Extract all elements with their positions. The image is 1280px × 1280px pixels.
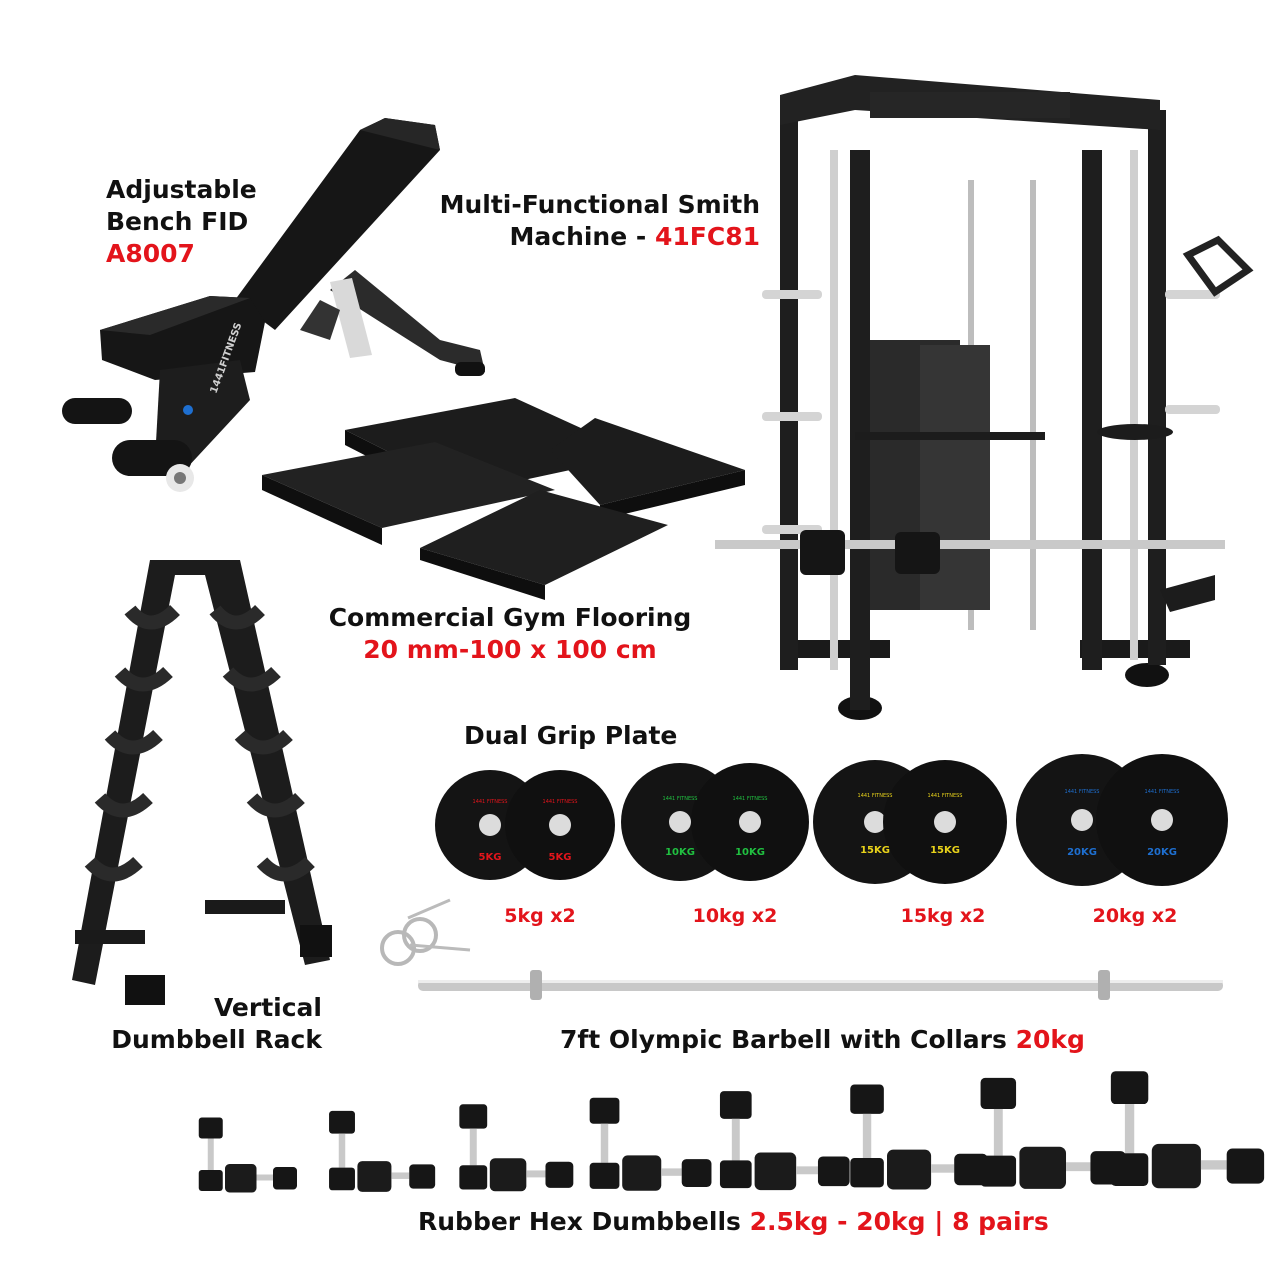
smith-label: Multi-Functional Smith Machine - 41FC81 [440,189,760,253]
dumbbells-label: Rubber Hex Dumbbells 2.5kg - 20kg | 8 pa… [418,1206,1049,1238]
dumbbell-pair [850,1084,988,1190]
plate-pair-10kg: 10KG 10KG 1441 FITNESS 1441 FITNESS [621,763,809,881]
dual-grip-plates-image: 5KG 5KG 1441 FITNESS 1441 FITNESS 10KG 1… [435,754,1228,886]
bench-label-line2: Bench FID [106,207,249,236]
flooring-title: Commercial Gym Flooring [328,603,692,632]
svg-text:1441 FITNESS: 1441 FITNESS [928,793,963,799]
svg-text:1441 FITNESS: 1441 FITNESS [858,793,893,799]
plates-title: Dual Grip Plate [464,721,678,750]
gym-flooring-image [262,398,745,600]
barbell-title: 7ft Olympic Barbell with Collars [560,1025,1007,1054]
bench-label: Adjustable Bench FID A8007 [106,174,257,270]
bench-label-line1: Adjustable [106,175,257,204]
flooring-spec: 20 mm-100 x 100 cm [363,635,657,664]
plate-5kg-label: 5kg x2 [504,905,576,927]
olympic-barbell-image [380,898,1223,1000]
svg-text:1441 FITNESS: 1441 FITNESS [543,799,578,805]
plate-pair-15kg: 15KG 15KG 1441 FITNESS 1441 FITNESS [813,760,1007,884]
flooring-label: Commercial Gym Flooring 20 mm-100 x 100 … [320,602,700,666]
plate-pair-5kg: 5KG 5KG 1441 FITNESS 1441 FITNESS [435,770,615,880]
svg-text:15KG: 15KG [860,845,890,856]
dumbbells-range: 2.5kg - 20kg [749,1207,926,1236]
barbell-label: 7ft Olympic Barbell with Collars 20kg [560,1024,1085,1056]
svg-text:1441 FITNESS: 1441 FITNESS [1065,789,1100,795]
svg-text:5KG: 5KG [549,852,572,863]
dumbbell-pair [329,1110,436,1192]
svg-text:1441 FITNESS: 1441 FITNESS [473,799,508,805]
dumbbells-pairs: | 8 pairs [934,1207,1049,1236]
svg-text:5KG: 5KG [479,852,502,863]
bench-model: A8007 [106,239,195,268]
smith-label-line2: Machine - [509,222,655,251]
svg-text:1441 FITNESS: 1441 FITNESS [733,796,768,802]
dumbbell-rack-image [72,560,332,1005]
plate-pair-20kg: 20KG 20KG 1441 FITNESS 1441 FITNESS [1016,754,1228,886]
smith-label-line1: Multi-Functional Smith [439,190,760,219]
rack-label-line1: Vertical [213,993,322,1022]
barbell-weight: 20kg [1015,1025,1085,1054]
svg-text:15KG: 15KG [930,845,960,856]
hex-dumbbells-image [198,1071,1265,1193]
dumbbell-pair [1110,1071,1265,1189]
smith-machine-image [715,75,1254,720]
svg-text:10KG: 10KG [735,847,765,858]
smith-model: 41FC81 [654,222,760,251]
dumbbells-title: Rubber Hex Dumbbells [418,1207,741,1236]
svg-text:20KG: 20KG [1067,847,1097,858]
dumbbell-pair [459,1104,574,1192]
adjustable-bench-image: 1441FITNESS [62,118,485,492]
plate-20kg-label: 20kg x2 [1092,905,1178,927]
plate-10kg-label: 10kg x2 [692,905,778,927]
svg-text:10KG: 10KG [665,847,695,858]
svg-text:1441 FITNESS: 1441 FITNESS [663,796,698,802]
dumbbell-pair [719,1091,850,1191]
svg-text:1441 FITNESS: 1441 FITNESS [1145,789,1180,795]
rack-label: Vertical Dumbbell Rack [100,992,322,1056]
dumbbell-pair [589,1097,712,1191]
dumbbell-pair [980,1077,1126,1189]
dumbbell-pair [198,1117,297,1193]
svg-text:20KG: 20KG [1147,847,1177,858]
rack-label-line2: Dumbbell Rack [111,1025,322,1054]
plate-15kg-label: 15kg x2 [900,905,986,927]
